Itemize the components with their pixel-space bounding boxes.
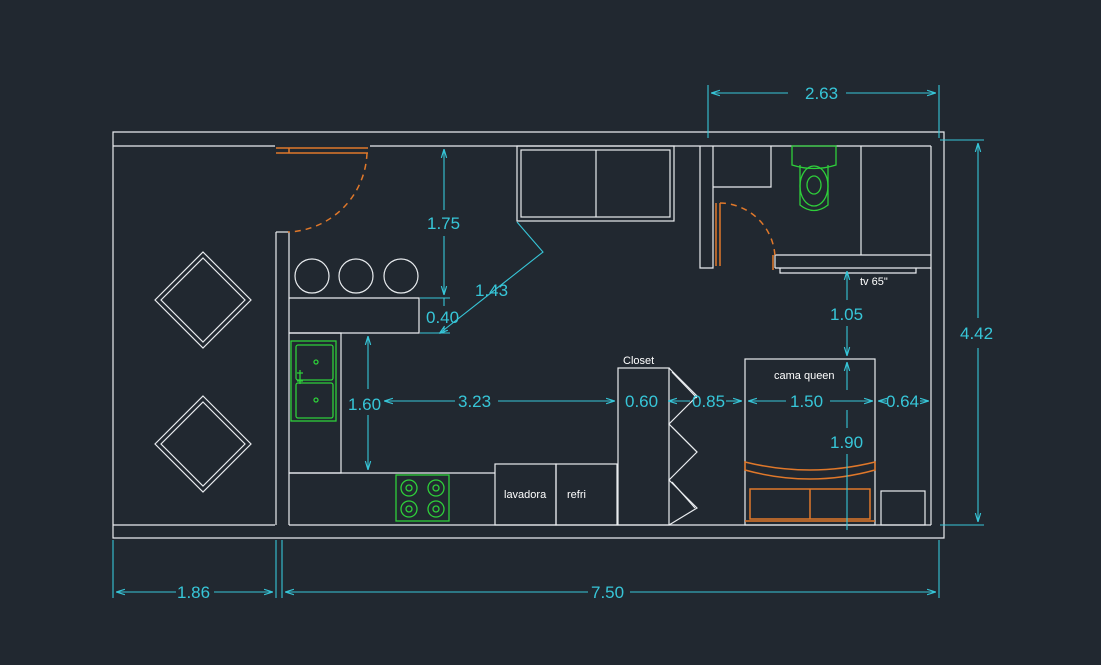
label-tv: tv 65" xyxy=(860,276,888,288)
entry-door xyxy=(276,147,368,233)
terrace-chair-top xyxy=(154,251,252,349)
dim-counter-gap: 1.75 xyxy=(427,214,460,233)
dim-total-width: 7.50 xyxy=(591,583,624,602)
bathroom-walls xyxy=(699,146,931,269)
bathroom-door xyxy=(715,202,776,270)
label-fridge: refri xyxy=(567,489,586,501)
bar-stools xyxy=(294,258,419,294)
nightstand xyxy=(880,490,926,526)
dim-kitchen-to-closet: 3.23 xyxy=(458,392,491,411)
toilet xyxy=(791,145,837,212)
fridge xyxy=(555,463,618,526)
dim-bed-width: 1.50 xyxy=(790,392,823,411)
dim-diagonal: 1.43 xyxy=(475,281,508,300)
dimension-lines xyxy=(112,85,984,598)
stove xyxy=(395,474,450,522)
kitchen-sink xyxy=(290,340,337,422)
dim-closet-depth: 0.60 xyxy=(625,392,658,411)
dim-terrace-width: 1.86 xyxy=(177,583,210,602)
closet xyxy=(617,367,698,526)
terrace-chair-bottom xyxy=(154,395,252,493)
tv xyxy=(779,268,917,274)
dim-kitchen-depth: 1.60 xyxy=(348,395,381,414)
bed xyxy=(744,358,876,526)
label-washer: lavadora xyxy=(504,489,547,501)
label-bed: cama queen xyxy=(774,370,835,382)
dim-bed-side: 0.64 xyxy=(886,392,919,411)
dim-bar-depth: 0.40 xyxy=(426,308,459,327)
dim-total-depth: 4.42 xyxy=(960,324,993,343)
dim-bathroom-width: 2.63 xyxy=(805,84,838,103)
dim-tv-to-bed: 1.05 xyxy=(830,305,863,324)
label-closet: Closet xyxy=(623,355,654,367)
bar-counter xyxy=(289,297,420,334)
dim-bed-length: 1.90 xyxy=(830,433,863,452)
exterior-walls xyxy=(112,131,945,539)
dim-closet-doors: 0.85 xyxy=(692,392,725,411)
bed-pillows xyxy=(744,461,876,522)
sofa xyxy=(516,145,675,222)
